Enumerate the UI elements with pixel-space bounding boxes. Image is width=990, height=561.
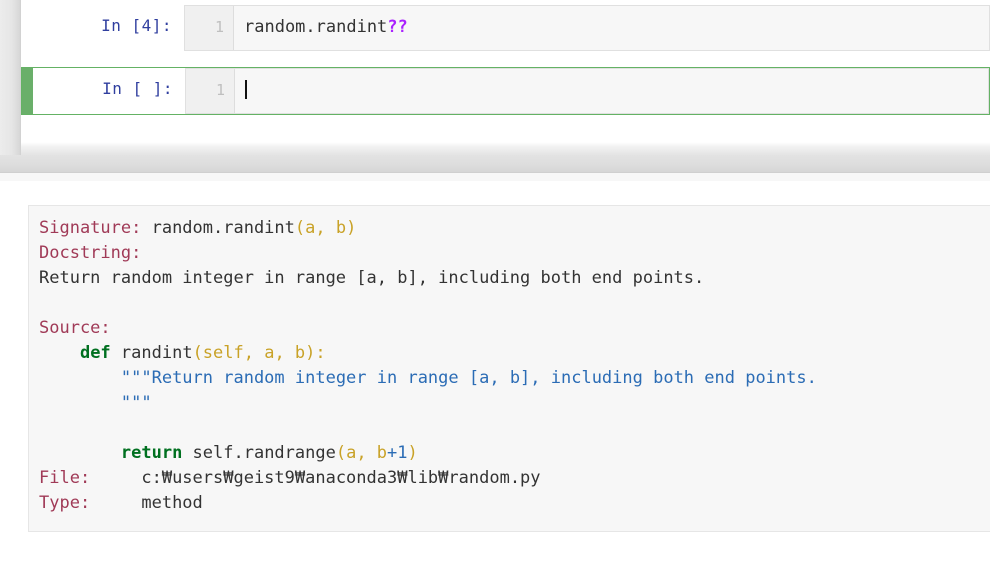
- notebook-viewport: In [4]: 1 random.randint?? In [ ]: 1: [0, 0, 990, 155]
- signature-name: random.randint: [141, 218, 295, 238]
- file-path-value: c:₩users₩geist9₩anaconda3₩lib₩random.py: [141, 468, 541, 488]
- cell-select-bar-active: [22, 68, 33, 114]
- code-token-introspection-operator: ??: [387, 17, 408, 37]
- notebook-page-bottom-shadow: [21, 142, 990, 155]
- return-operator-plus: +: [387, 443, 398, 463]
- pager-output-box: Signature: random.randint(a, b) Docstrin…: [28, 205, 990, 532]
- notebook-cell-executed[interactable]: In [4]: 1 random.randint??: [21, 5, 990, 51]
- return-indent: [39, 443, 121, 463]
- type-value: method: [141, 493, 203, 513]
- cell-select-bar: [21, 5, 32, 51]
- keyword-return: return: [120, 443, 183, 463]
- line-number-gutter: 1: [185, 6, 234, 50]
- docstring-label: Docstring:: [39, 243, 142, 263]
- cell-input-area-active[interactable]: 1: [185, 68, 989, 114]
- return-args-close: ): [407, 443, 418, 463]
- source-docstring-open: """Return random integer in range [a, b]…: [120, 368, 817, 388]
- keyword-def: def: [79, 343, 111, 363]
- code-editor-line[interactable]: random.randint??: [234, 6, 989, 50]
- source-label: Source:: [39, 318, 111, 338]
- cell-prompt-in-empty: In [ ]:: [102, 79, 173, 98]
- signature-args: (a, b): [294, 218, 357, 238]
- code-editor-line-active[interactable]: [235, 69, 988, 113]
- cell-input-area[interactable]: 1 random.randint??: [184, 5, 990, 51]
- file-label: File:: [39, 468, 142, 488]
- return-args-open: (a, b: [335, 443, 388, 463]
- signature-label: Signature:: [39, 218, 142, 238]
- return-literal-one: 1: [397, 443, 408, 463]
- code-token-identifier: random.randint: [244, 17, 388, 37]
- source-docstring-close: """: [39, 393, 152, 413]
- notebook-cell-selected-empty[interactable]: In [ ]: 1: [21, 67, 990, 115]
- docstring-indent: [39, 368, 121, 388]
- source-indent: [39, 343, 80, 363]
- pager-panel: Signature: random.randint(a, b) Docstrin…: [0, 181, 990, 561]
- text-cursor-icon: [245, 80, 247, 99]
- type-label: Type:: [39, 493, 142, 513]
- pager-splitter[interactable]: [0, 155, 990, 173]
- function-params: (self, a, b):: [192, 343, 326, 363]
- function-name-randint: randint: [110, 343, 193, 363]
- notebook-left-edge-shadow: [0, 0, 21, 155]
- line-number-gutter: 1: [186, 69, 235, 113]
- docstring-body: Return random integer in range [a, b], i…: [39, 268, 705, 288]
- introspection-output-text: Signature: random.randint(a, b) Docstrin…: [29, 206, 990, 526]
- cell-prompt-in-4: In [4]:: [101, 16, 172, 35]
- return-expression: self.randrange: [182, 443, 336, 463]
